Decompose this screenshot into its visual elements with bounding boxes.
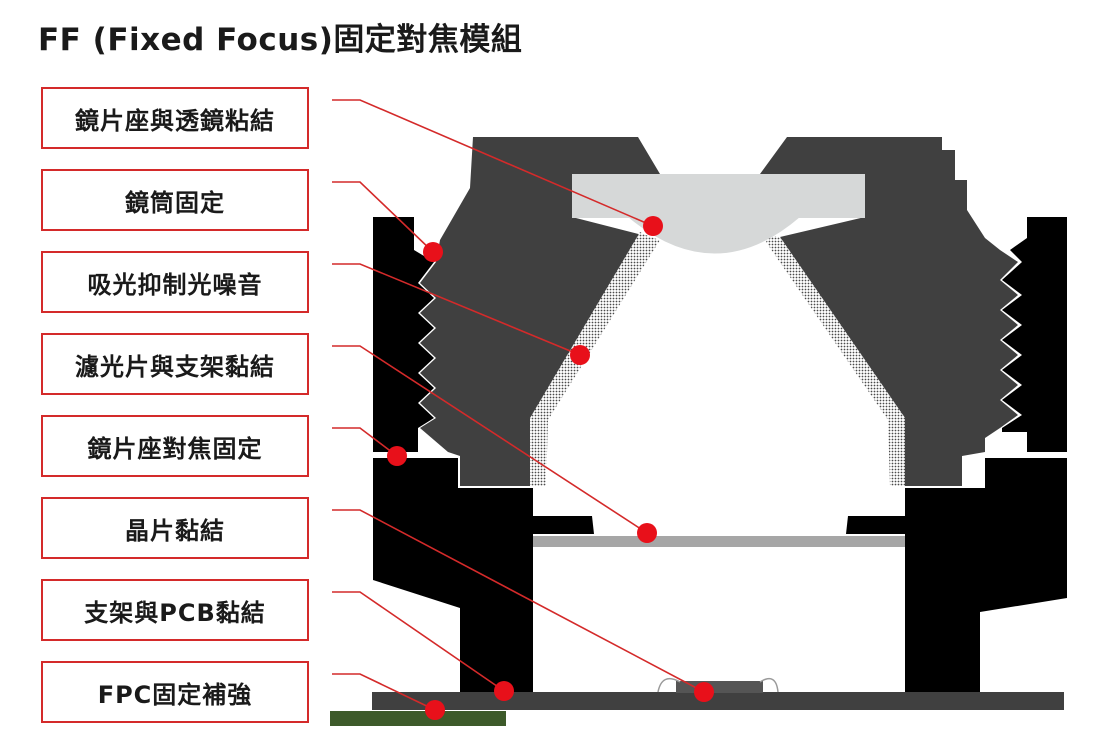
label-chip-bonding: 晶片黏結 [41,497,309,559]
callout-dot-2 [423,242,443,262]
barrel-left [420,137,660,486]
lens-curve [628,217,800,254]
leader-line-8 [332,673,436,711]
ir-filter [533,536,905,547]
leader-line-4 [332,345,648,534]
leader-line-7 [332,591,505,692]
pcb-board [372,692,1064,710]
label-light-absorption: 吸光抑制光噪音 [41,251,309,313]
leader-line-3 [332,263,581,356]
label-focus-fixing: 鏡片座對焦固定 [41,415,309,477]
leader-line-5 [332,427,398,457]
holder-right-ledge [846,516,905,534]
sensor-chip [676,681,763,693]
callout-dot-7 [494,681,514,701]
bond-wire-left [657,677,681,693]
label-filter-bracket-bond: 濾光片與支架黏結 [41,333,309,395]
holder-left-ledge [533,516,594,534]
holder-left-lower [373,458,533,692]
label-bracket-pcb-bond: 支架與PCB黏結 [41,579,309,641]
label-lens-holder-bonding: 鏡片座與透鏡粘結 [41,87,309,149]
label-barrel-fixing: 鏡筒固定 [41,169,309,231]
callout-leaders [332,99,705,711]
barrel-left-coating [530,232,660,486]
label-fpc-reinforcement: FPC固定補強 [41,661,309,723]
barrel-right [760,137,1018,486]
leader-line-6 [332,509,705,693]
leader-line-1 [332,99,654,227]
callout-dot-8 [425,700,445,720]
callout-dots [387,216,714,720]
lens-top [572,174,865,218]
callout-dot-1 [643,216,663,236]
callout-dot-6 [694,682,714,702]
holder-right-lower [905,458,1067,692]
leader-line-2 [332,181,434,253]
callout-dot-3 [570,345,590,365]
callout-dot-4 [637,523,657,543]
fpc-strip [330,711,506,726]
bond-wire-right [759,677,779,693]
page-title: FF (Fixed Focus)固定對焦模組 [38,22,523,58]
callout-dot-5 [387,446,407,466]
holder-right-upper [1002,217,1067,452]
barrel-right-coating [766,235,905,486]
